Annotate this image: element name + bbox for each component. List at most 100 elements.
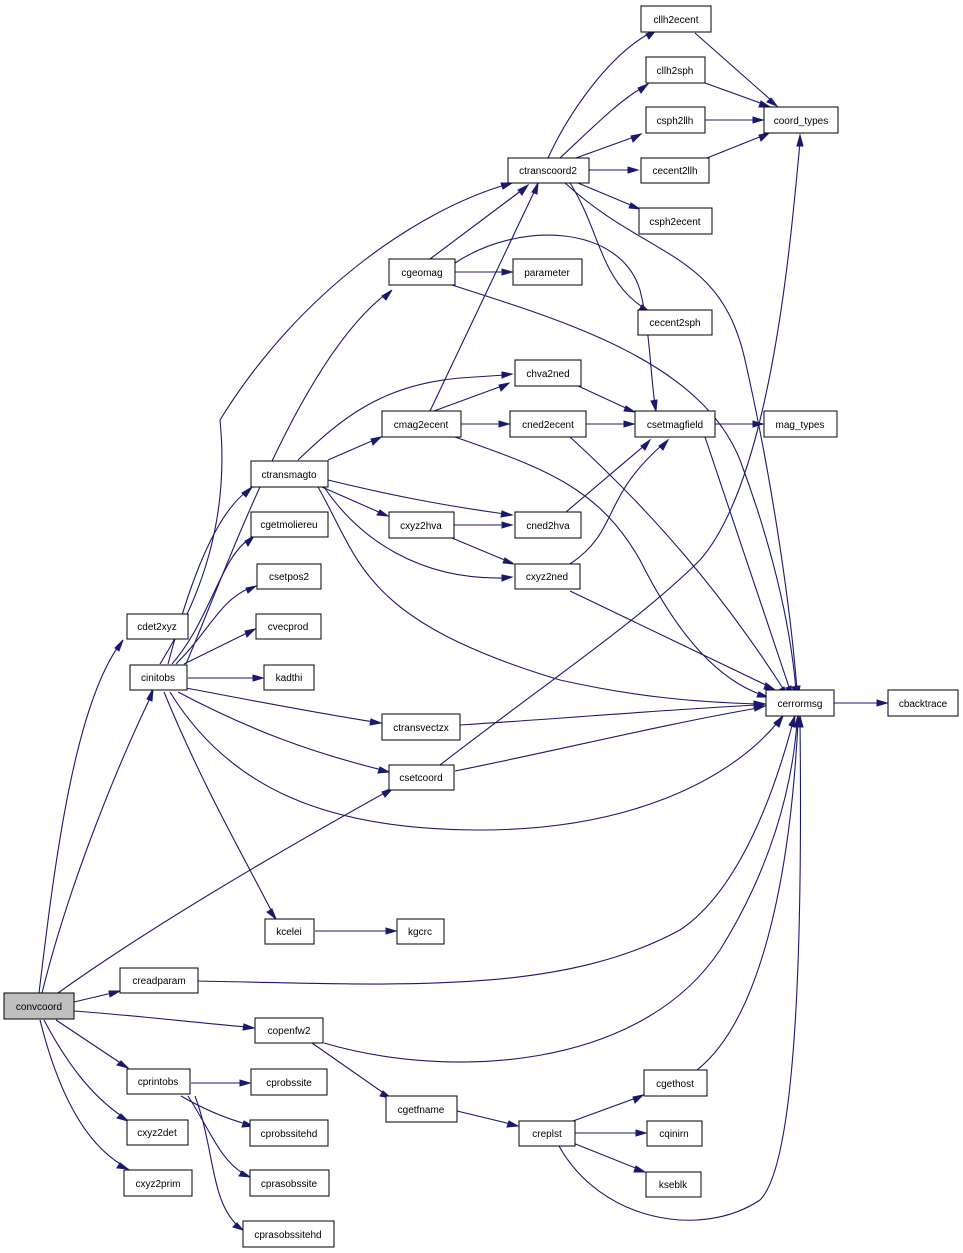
node-ctransmagto[interactable]: ctransmagto	[250, 460, 329, 488]
node-parameter[interactable]: parameter	[512, 258, 583, 286]
node-convcoord[interactable]: convcoord	[3, 992, 75, 1020]
node-label: creplst	[532, 1129, 562, 1140]
node-label: cerrormsg	[777, 699, 822, 710]
node-cxyz2hva[interactable]: cxyz2hva	[388, 511, 455, 539]
edge-cned2hva-csetmagfield	[565, 438, 652, 513]
edge-cgeomag-ctranscoord2	[429, 183, 530, 260]
node-label: cecent2sph	[649, 318, 700, 329]
node-cgetmoliereu[interactable]: cgetmoliereu	[250, 511, 329, 538]
edge-ctransmagto-cxyz2hva	[321, 486, 390, 517]
node-csetcoord[interactable]: csetcoord	[388, 764, 455, 791]
node-kcelei[interactable]: kcelei	[264, 918, 315, 945]
node-creadparam[interactable]: creadparam	[119, 967, 199, 994]
edge-convcoord-cdet2xyz	[38, 639, 124, 994]
edge-ctranscoord2-cecent2llh	[589, 166, 640, 174]
edge-cxyz2hva-cned2hva	[454, 521, 514, 529]
node-csph2llh[interactable]: csph2llh	[645, 106, 706, 134]
node-label: kgcrc	[408, 927, 432, 938]
node-cinitobs[interactable]: cinitobs	[129, 664, 188, 691]
node-label: cxyz2hva	[400, 521, 442, 532]
node-label: kseblk	[659, 1180, 688, 1191]
node-kadthi[interactable]: kadthi	[263, 664, 315, 691]
edge-cgethost-cerrormsg	[696, 714, 802, 1071]
edge-cprintobs-cprobssite	[191, 1079, 252, 1087]
node-chva2ned[interactable]: chva2ned	[514, 359, 582, 387]
node-cgeomag[interactable]: cgeomag	[388, 258, 456, 286]
node-label: cxyz2prim	[135, 1179, 180, 1190]
node-csetpos2[interactable]: csetpos2	[256, 563, 322, 590]
node-cecent2llh[interactable]: cecent2llh	[640, 157, 710, 184]
node-kseblk[interactable]: kseblk	[645, 1171, 702, 1198]
edge-cinitobs-ctransvectzx	[185, 687, 383, 726]
node-cprasobssite[interactable]: cprasobssite	[249, 1169, 330, 1197]
node-cxyz2ned[interactable]: cxyz2ned	[514, 563, 581, 590]
node-cxyz2det[interactable]: cxyz2det	[126, 1119, 189, 1146]
node-cllh2sph[interactable]: cllh2sph	[645, 56, 706, 84]
node-cerrormsg[interactable]: cerrormsg	[765, 689, 835, 717]
node-mag_types[interactable]: mag_types	[763, 410, 838, 438]
edge-cecent2llh-coord_types	[706, 132, 771, 159]
node-cgetfname[interactable]: cgetfname	[385, 1095, 458, 1123]
edge-csetmagfield-mag_types	[715, 420, 765, 428]
edge-creplst-cgethost	[572, 1094, 645, 1122]
node-label: ctransmagto	[261, 470, 316, 481]
node-cecent2sph[interactable]: cecent2sph	[637, 309, 713, 336]
node-label: cgeomag	[401, 268, 442, 279]
node-cgethost[interactable]: cgethost	[643, 1069, 708, 1097]
node-label: creadparam	[132, 976, 185, 987]
node-cprasobssitehd[interactable]: cprasobssitehd	[242, 1220, 335, 1248]
node-cllh2ecent[interactable]: cllh2ecent	[640, 5, 712, 33]
edge-cprintobs-cprasobssitehd	[194, 1095, 245, 1231]
node-cprintobs[interactable]: cprintobs	[126, 1068, 191, 1095]
node-label: csetpos2	[269, 572, 309, 583]
node-label: cxyz2det	[137, 1128, 177, 1139]
edge-cinitobs-cvecprod	[183, 628, 257, 665]
graph-edges	[38, 28, 889, 1231]
edge-cinitobs-csetpos2	[175, 585, 258, 665]
node-label: cgetmoliereu	[260, 520, 317, 531]
node-label: cmag2ecent	[394, 420, 449, 431]
node-copenfw2[interactable]: copenfw2	[254, 1017, 324, 1044]
edge-convcoord-cxyz2prim	[39, 1019, 130, 1170]
edge-cerrormsg-cbacktrace	[834, 699, 889, 707]
edge-cmag2ecent-cned2ecent	[461, 420, 511, 428]
edge-cxyz2ned-csetmagfield	[569, 438, 670, 565]
node-label: cgetfname	[398, 1105, 445, 1116]
node-label: kadthi	[276, 673, 303, 684]
edge-cprintobs-cprasobssite	[187, 1095, 252, 1178]
node-cmag2ecent[interactable]: cmag2ecent	[381, 410, 462, 438]
node-cvecprod[interactable]: cvecprod	[255, 613, 322, 640]
node-cqinirn[interactable]: cqinirn	[646, 1120, 703, 1147]
node-ctranscoord2[interactable]: ctranscoord2	[507, 157, 590, 184]
node-cxyz2prim[interactable]: cxyz2prim	[123, 1169, 193, 1197]
node-csph2ecent[interactable]: csph2ecent	[638, 207, 713, 235]
node-creplst[interactable]: creplst	[518, 1120, 576, 1147]
edge-ctransmagto-cxyz2ned	[323, 486, 514, 582]
edge-cllh2sph-coord_types	[704, 82, 772, 108]
node-kgcrc[interactable]: kgcrc	[396, 918, 445, 945]
edge-cinitobs-csetcoord	[177, 691, 391, 774]
node-coord_types[interactable]: coord_types	[763, 106, 839, 134]
edge-convcoord-cinitobs	[41, 688, 154, 994]
edge-ctranscoord2-cecent2sph	[569, 182, 652, 313]
node-label: cned2ecent	[522, 420, 574, 431]
node-cdet2xyz[interactable]: cdet2xyz	[126, 613, 189, 640]
node-csetmagfield[interactable]: csetmagfield	[634, 410, 716, 438]
edge-ctranscoord2-cerrormsg	[564, 182, 801, 699]
edge-cinitobs-kcelei	[163, 691, 278, 921]
node-cned2hva[interactable]: cned2hva	[514, 511, 582, 539]
node-label: coord_types	[774, 116, 828, 127]
edge-cgetfname-creplst	[456, 1110, 520, 1128]
edge-cned2ecent-cerrormsg	[569, 436, 790, 698]
node-cprobssite[interactable]: cprobssite	[250, 1068, 328, 1096]
node-cbacktrace[interactable]: cbacktrace	[887, 689, 959, 717]
node-ctransvectzx[interactable]: ctransvectzx	[381, 713, 461, 741]
graph-nodes: convcoord cdet2xyz cinitobs csetcoord cr…	[3, 5, 959, 1248]
edge-csetmagfield-cerrormsg	[704, 436, 793, 698]
node-label: copenfw2	[268, 1026, 311, 1037]
node-cprobssitehd[interactable]: cprobssitehd	[249, 1119, 329, 1147]
node-cned2ecent[interactable]: cned2ecent	[509, 410, 587, 438]
edge-convcoord-cxyz2det	[43, 1019, 130, 1122]
